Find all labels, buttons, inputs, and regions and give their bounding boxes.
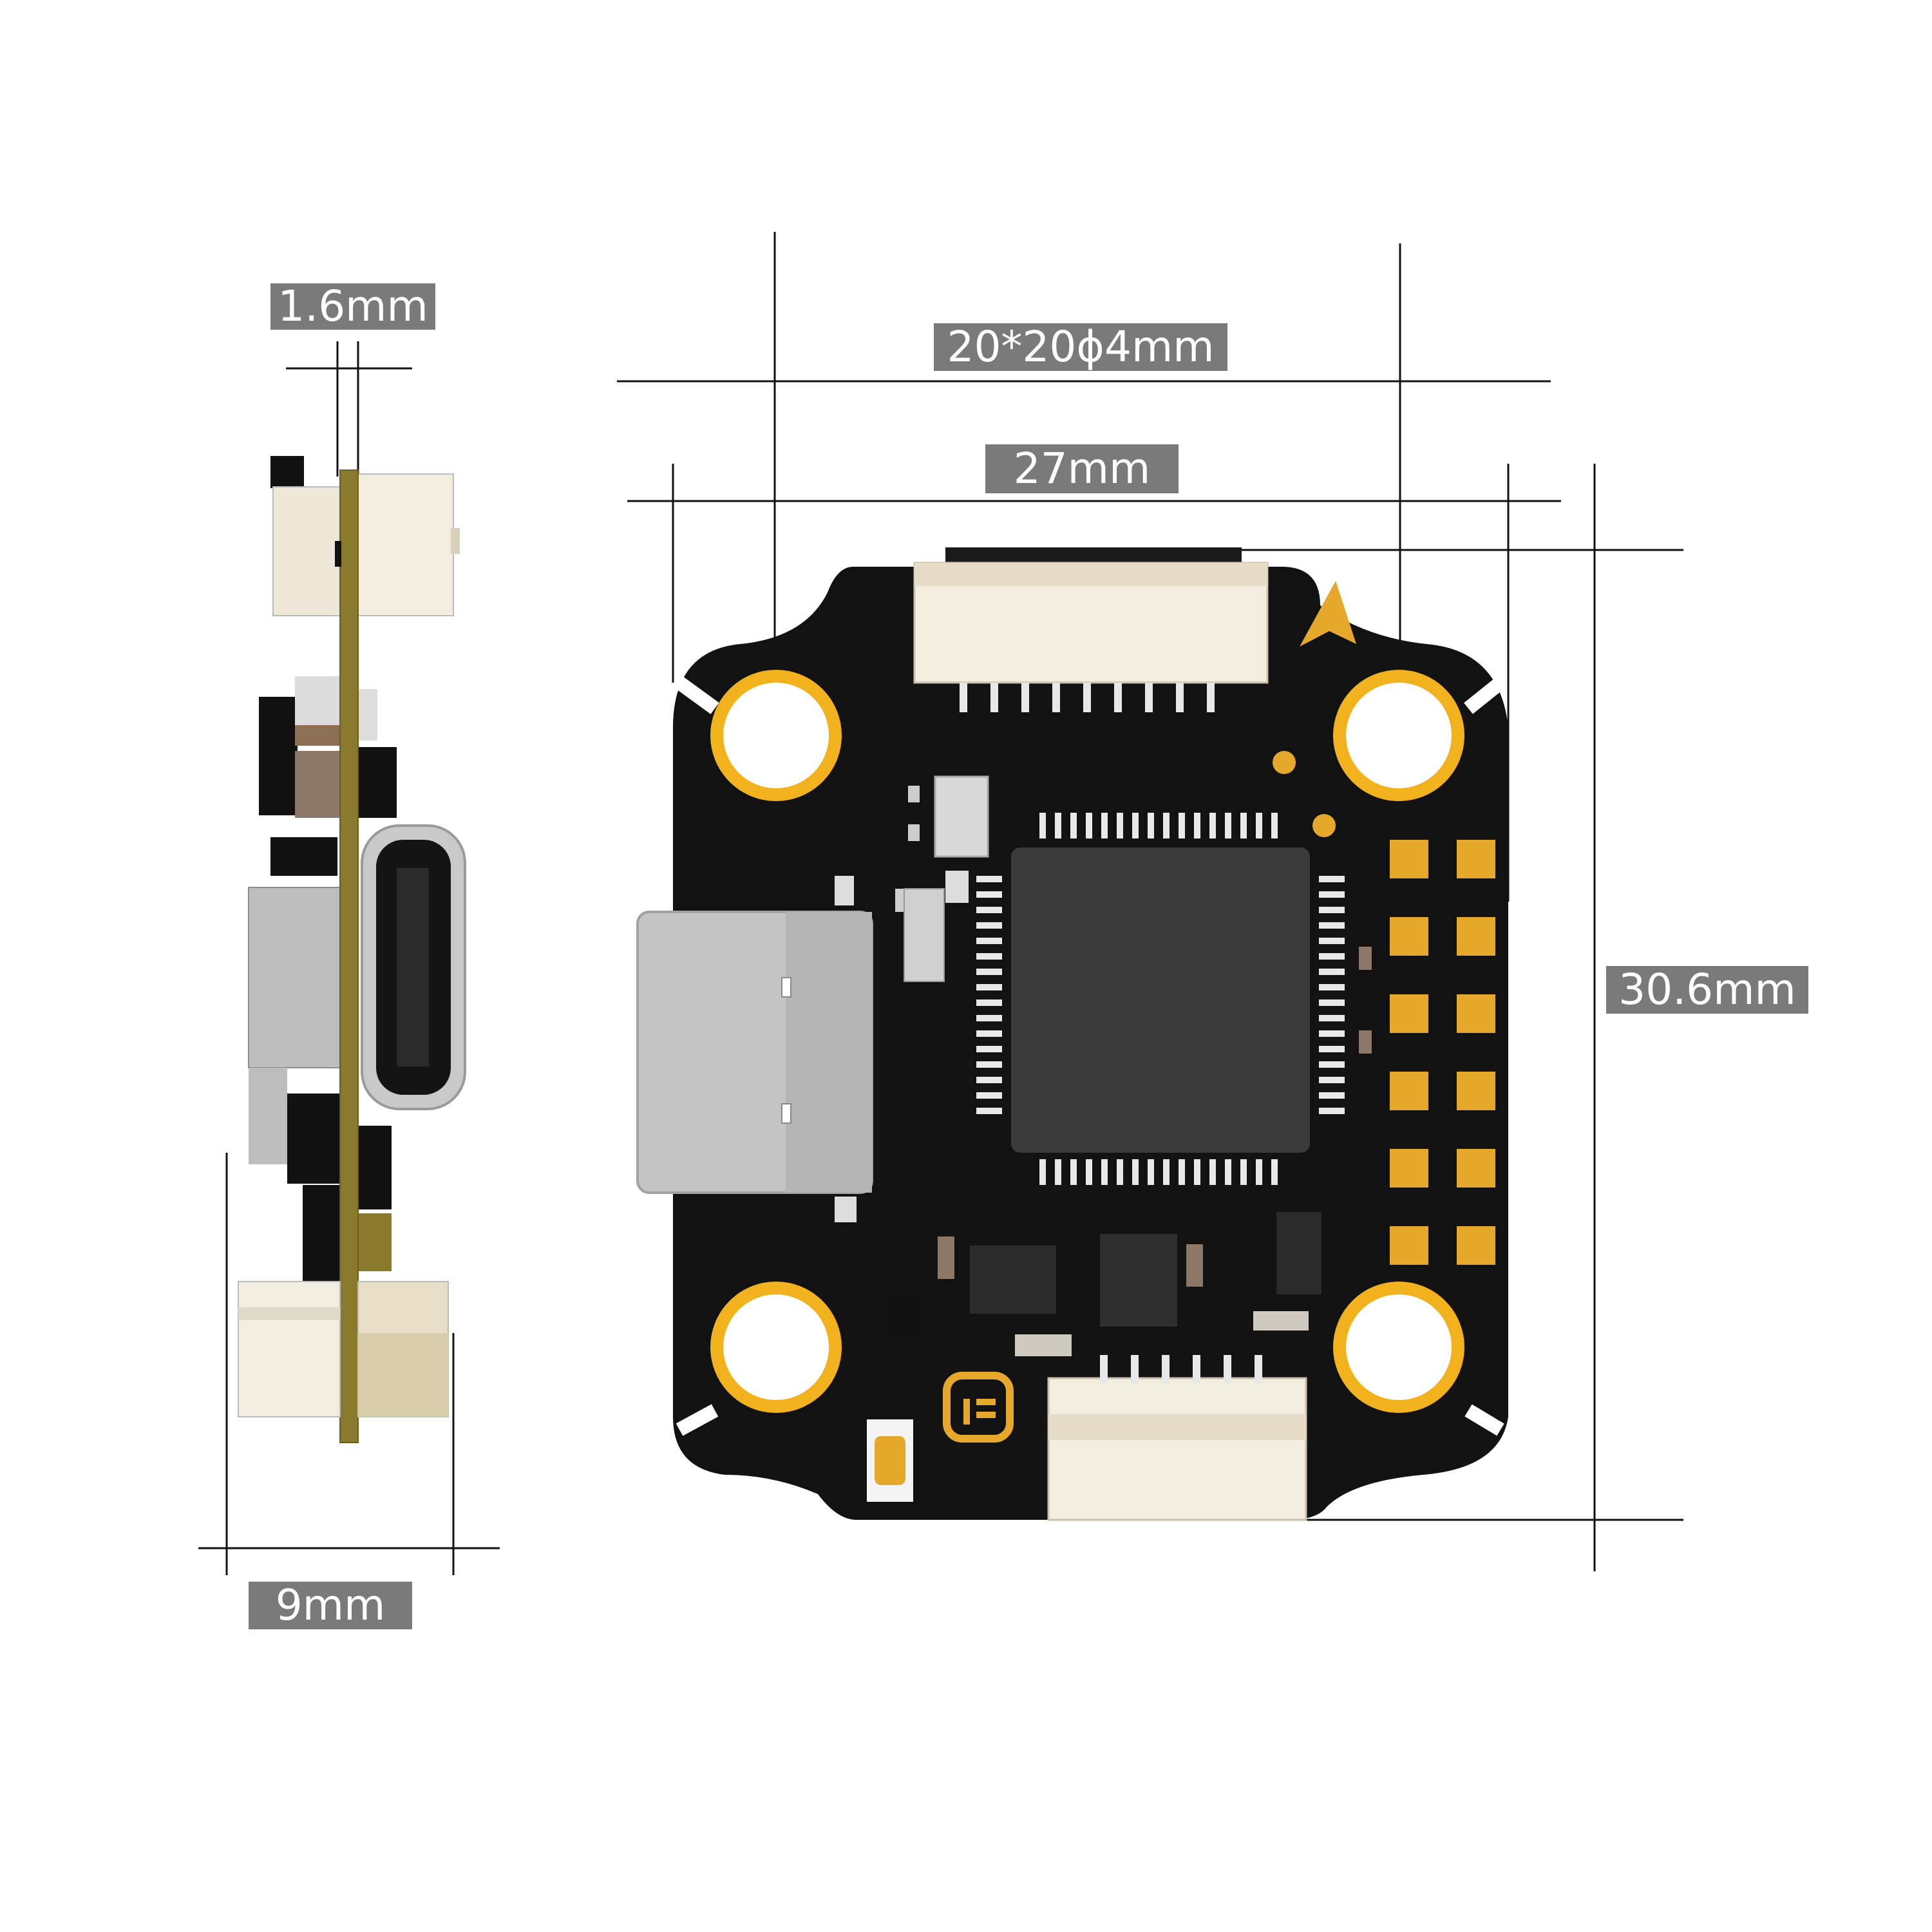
fiducial-1 (1273, 751, 1296, 774)
mount-hole-tr (1333, 670, 1464, 801)
top-connector-rim (914, 563, 1267, 586)
cap-right-2 (1359, 1030, 1372, 1054)
side-connector-left-bottom-band (238, 1307, 340, 1320)
smd-b (908, 824, 920, 841)
side-connector-left-top (272, 486, 341, 616)
mounting-holes (710, 670, 1464, 1413)
usb-shield-tab-2 (945, 871, 969, 903)
mount-pattern-label: 20*20ϕ4mm (934, 323, 1227, 371)
bottom-connector-pins (1100, 1355, 1262, 1383)
thickness-label: 1.6mm (270, 283, 435, 330)
usb-c-slot-1 (781, 977, 791, 998)
motor-pads (1390, 840, 1495, 1265)
crystal (904, 888, 945, 982)
usb-c-slot-2 (781, 1103, 791, 1124)
side-pcb-pad (335, 541, 341, 567)
mount-hole-bl (710, 1282, 842, 1413)
side-chip-r1 (358, 747, 397, 818)
side-cap-1 (295, 676, 340, 728)
board-height-label: 30.6mm (1606, 966, 1808, 1014)
usb-shield-tab-3 (835, 1197, 857, 1222)
total-height-label: 9mm (249, 1582, 412, 1629)
mosfet (1276, 1212, 1321, 1294)
triangle-arrow-logo-icon (1300, 581, 1356, 647)
ie-logo-i (963, 1399, 970, 1425)
mcu-pins-top (1039, 813, 1278, 838)
regulator-1 (970, 1245, 1056, 1314)
mount-hole-tl (710, 670, 842, 801)
side-chip-4 (303, 1185, 340, 1282)
corner-notches (675, 677, 1505, 1436)
bottom-connector (1047, 1377, 1307, 1521)
side-view (238, 456, 466, 1443)
top-view-board (636, 547, 1508, 1521)
bottom-connector-rim (1048, 1414, 1306, 1440)
usb-c-top-body-shade (786, 912, 872, 1193)
side-connector-right-top (357, 473, 454, 616)
boot-button-cap (875, 1436, 905, 1485)
side-small-chip (270, 456, 304, 488)
board-width-label: 27mm (985, 444, 1179, 493)
mcu-pins-bottom (1039, 1159, 1278, 1185)
side-chip-r2 (358, 1126, 392, 1209)
side-cap-2 (295, 751, 340, 818)
smd-c (895, 889, 904, 912)
resistor-lower-2 (1015, 1334, 1072, 1356)
side-connector-latch (451, 528, 460, 554)
fiducial-2 (1312, 814, 1336, 837)
side-chip-1 (259, 697, 298, 815)
side-connector-right-bottom-lower (358, 1333, 448, 1417)
side-pcb-edge (339, 469, 359, 1443)
ie-logo-e2 (976, 1412, 996, 1418)
sensor-chip (934, 775, 989, 858)
smd-a (908, 786, 920, 802)
dimension-lines (198, 232, 1683, 1575)
resistor-lower (1253, 1311, 1309, 1331)
top-connector-pins (960, 683, 1215, 712)
mcu-pins-left (976, 876, 1002, 1114)
side-cap-r2 (358, 1213, 392, 1271)
mcu-pins-right (1319, 876, 1345, 1114)
side-chip-3 (287, 1094, 340, 1184)
regulator-2 (1100, 1234, 1177, 1327)
mount-hole-br (1333, 1282, 1464, 1413)
side-usb-body (248, 887, 341, 1068)
ie-logo-icon (943, 1372, 1014, 1443)
transistor (886, 1301, 920, 1334)
side-cap-1b (295, 725, 340, 746)
side-chip-2 (270, 837, 337, 876)
ie-logo-e1 (976, 1399, 996, 1405)
cap-lower-2 (1186, 1244, 1203, 1287)
cap-right-1 (1359, 947, 1372, 970)
side-usb-lower (249, 1068, 287, 1164)
mcu-chip (1011, 848, 1310, 1153)
side-connector-left-bottom (238, 1281, 341, 1417)
side-cap-r1 (358, 689, 377, 741)
usb-shield-tab-1 (835, 876, 854, 905)
cap-lower-1 (938, 1236, 954, 1279)
usb-c-tongue (397, 868, 429, 1066)
